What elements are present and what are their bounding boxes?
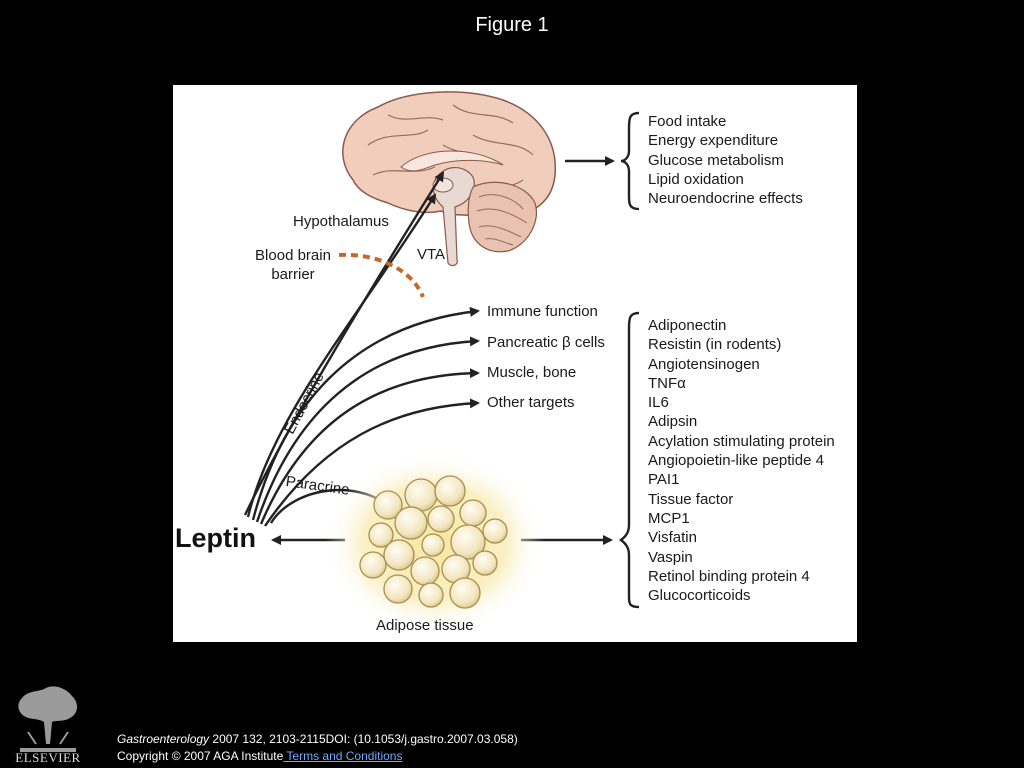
blood-brain-barrier-line bbox=[338, 252, 425, 298]
elsevier-logo-icon bbox=[8, 682, 88, 764]
list-item: PAI1 bbox=[648, 471, 680, 489]
target-other: Other targets bbox=[487, 394, 575, 411]
adipose-tissue-label: Adipose tissue bbox=[376, 617, 474, 634]
elsevier-logo-text: ELSEVIER bbox=[15, 750, 81, 765]
journal-name: Gastroenterology bbox=[117, 732, 210, 746]
list-item: Adiponectin bbox=[648, 317, 727, 334]
list-item: Angiotensinogen bbox=[648, 355, 760, 373]
target-pancreatic-beta-cells: Pancreatic β cells bbox=[487, 334, 605, 351]
bbb-label-line-1: Blood brain bbox=[255, 247, 331, 264]
figure-panel: Hypothalamus VTA Blood brain barrier Foo… bbox=[173, 85, 857, 642]
target-muscle-bone: Muscle, bone bbox=[487, 364, 577, 381]
copyright-line: Copyright © 2007 AGA Institute Terms and… bbox=[117, 748, 518, 765]
list-item: Energy expenditure bbox=[648, 132, 779, 150]
target-immune-function: Immune function bbox=[487, 303, 598, 320]
citation-line: Gastroenterology 2007 132, 2103-2115DOI:… bbox=[117, 731, 518, 748]
citation-footer: Gastroenterology 2007 132, 2103-2115DOI:… bbox=[117, 731, 518, 765]
list-item: Visfatin bbox=[648, 529, 697, 547]
citation-text: 2007 132, 2103-2115DOI: (10.1053/j.gastr… bbox=[209, 732, 518, 746]
brain-effects-list: Food intake Energy expenditure Glucose m… bbox=[648, 112, 803, 208]
slide-title: Figure 1 bbox=[475, 14, 549, 36]
blood-brain-barrier-label: Blood brain barrier bbox=[245, 246, 341, 284]
diagram-drawing bbox=[243, 91, 640, 633]
list-item: Food intake bbox=[648, 113, 727, 130]
endocrine-arrows bbox=[243, 171, 480, 527]
list-item: Retinol binding protein 4 bbox=[648, 567, 810, 585]
list-item: Glucose metabolism bbox=[648, 151, 784, 169]
adipokines-brace bbox=[619, 311, 640, 609]
bbb-label-line-2: barrier bbox=[271, 266, 315, 283]
list-item: Tissue factor bbox=[648, 490, 734, 508]
list-item: Lipid oxidation bbox=[648, 170, 744, 188]
copyright-text: Copyright © 2007 AGA Institute bbox=[117, 749, 284, 763]
list-item: Adipsin bbox=[648, 413, 698, 431]
list-item: Resistin (in rodents) bbox=[648, 336, 782, 354]
list-item: Neuroendocrine effects bbox=[648, 190, 803, 208]
list-item: Acylation stimulating protein bbox=[648, 432, 835, 450]
hypothalamus-label: Hypothalamus bbox=[293, 213, 389, 230]
effects-brace bbox=[620, 111, 640, 211]
adipokines-list: Adiponectin Resistin (in rodents) Angiot… bbox=[648, 316, 835, 605]
list-item: Glucocorticoids bbox=[648, 587, 751, 605]
list-item: Vaspin bbox=[648, 548, 693, 566]
list-item: IL6 bbox=[648, 394, 669, 412]
list-item: Angiopoietin-like peptide 4 bbox=[648, 452, 824, 470]
list-item: TNFα bbox=[648, 374, 686, 392]
vta-label: VTA bbox=[417, 246, 446, 263]
leptin-label: Leptin bbox=[175, 523, 256, 553]
brain-illustration bbox=[342, 91, 557, 267]
list-item: MCP1 bbox=[648, 509, 690, 527]
terms-link[interactable]: Terms and Conditions bbox=[283, 749, 403, 763]
adipose-tissue-illustration bbox=[325, 453, 545, 633]
